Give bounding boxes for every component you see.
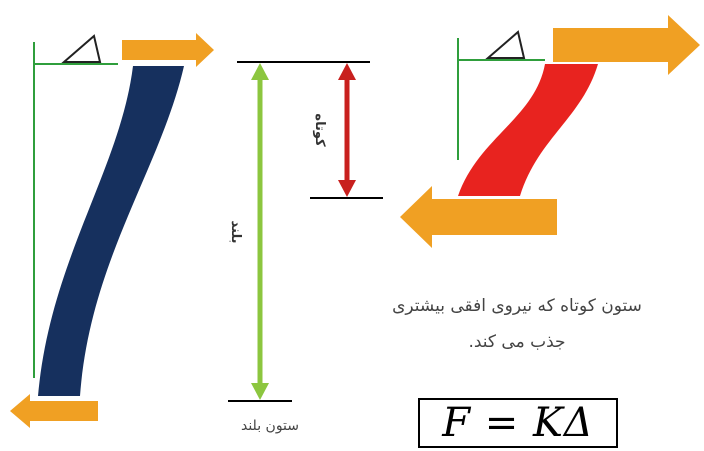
- short-column-caption-line1: ستون کوتاه که نیروی افقی بیشتری: [392, 296, 642, 316]
- force-arrow-bottom-left: [10, 394, 98, 428]
- force-arrow-bottom-right: [400, 186, 557, 248]
- formula-text: F = KΔ: [442, 400, 594, 446]
- force-arrow-top-left: [122, 33, 214, 67]
- delta-icon-left: [61, 34, 102, 63]
- short-dimension-arrowhead-top: [338, 63, 356, 80]
- long-dimension-arrowhead-bottom: [251, 383, 269, 400]
- short-dimension-label: کوتاه: [312, 113, 327, 147]
- long-column: [38, 66, 184, 396]
- long-dimension-arrowhead-top: [251, 63, 269, 80]
- long-dimension-label: بلند: [228, 220, 243, 243]
- short-column-caption-line2: جذب می کند.: [468, 332, 566, 352]
- short-dimension-arrowhead-bottom: [338, 180, 356, 197]
- dimension-lines: بلند کوتاه: [228, 61, 383, 402]
- short-column-group: [400, 15, 700, 248]
- force-arrow-top-right: [553, 15, 700, 75]
- short-column: [458, 64, 598, 196]
- long-column-group: [10, 33, 214, 428]
- short-column-caption: ستون کوتاه که نیروی افقی بیشتری جذب می ک…: [352, 288, 682, 360]
- delta-icon-right: [485, 30, 526, 59]
- long-column-caption: ستون بلند: [240, 418, 300, 434]
- formula-box: F = KΔ: [418, 398, 618, 448]
